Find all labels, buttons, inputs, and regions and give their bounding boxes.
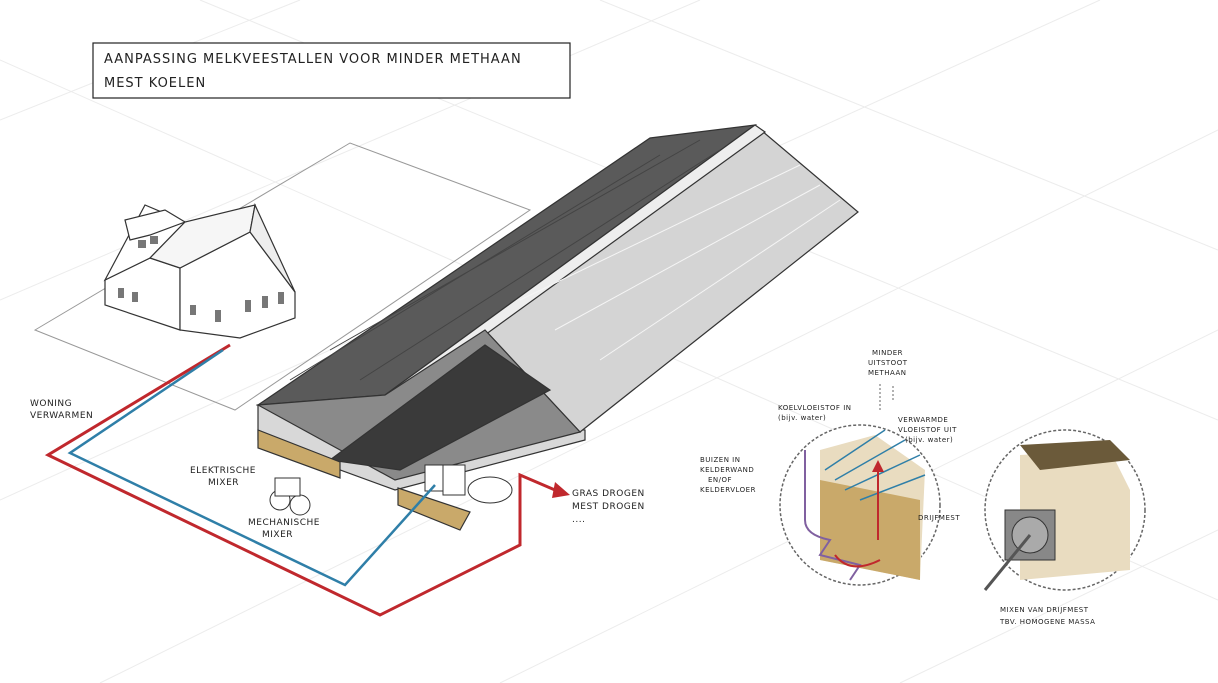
detail-mixer (983, 429, 1146, 591)
label-verwarmde: VERWARMDE (898, 416, 948, 424)
rising-arrows (879, 382, 894, 410)
detail-cooling-pipes (779, 424, 941, 586)
slatted-floor (328, 344, 552, 471)
label-gras-drogen: GRAS DROGEN (572, 489, 645, 499)
cold-pipe (67, 348, 436, 587)
label-verwarmde-3: (bijv. water) (905, 436, 953, 444)
equipment (269, 464, 513, 516)
title-line-2: MEST KOELEN (104, 76, 206, 91)
labels: WONING VERWARMEN ELEKTRISCHE MIXER MECHA… (30, 349, 1095, 626)
label-buizen-4: KELDERVLOER (700, 486, 756, 494)
farmhouse (103, 203, 296, 339)
label-elektrische-mixer: ELEKTRISCHE (190, 466, 256, 476)
manure-pit-left (257, 429, 341, 479)
label-koelvloeistof-2: (bijv. water) (778, 414, 826, 422)
label-mechanische-mixer-2: MIXER (262, 530, 293, 540)
label-mixen-2: TBV. HOMOGENE MASSA (999, 618, 1095, 626)
label-drijfmest: DRIJFMEST (918, 514, 960, 522)
label-ellipsis: .... (572, 515, 585, 525)
label-buizen: BUIZEN IN (700, 456, 740, 464)
manure-pit-right (397, 487, 471, 531)
label-minder-uitstoot: MINDER (872, 349, 903, 357)
label-mest-drogen: MEST DROGEN (572, 502, 645, 512)
label-mixen: MIXEN VAN DRIJFMEST (1000, 606, 1089, 614)
label-buizen-3: EN/OF (708, 476, 732, 484)
label-minder-uitstoot-3: METHAAN (868, 369, 907, 377)
title-line-1: AANPASSING MELKVEESTALLEN VOOR MINDER ME… (104, 52, 522, 67)
barn (255, 124, 859, 531)
label-woning-2: VERWARMEN (30, 411, 93, 421)
label-elektrische-mixer-2: MIXER (208, 478, 239, 488)
title-box: AANPASSING MELKVEESTALLEN VOOR MINDER ME… (92, 42, 571, 99)
label-mechanische-mixer: MECHANISCHE (248, 518, 320, 528)
label-woning: WONING (30, 399, 72, 409)
label-verwarmde-2: VLOEISTOF UIT (898, 426, 957, 434)
warm-pipe (44, 343, 570, 617)
label-koelvloeistof: KOELVLOEISTOF IN (778, 404, 852, 412)
label-buizen-2: KELDERWAND (700, 466, 754, 474)
label-minder-uitstoot-2: UITSTOOT (868, 359, 908, 367)
